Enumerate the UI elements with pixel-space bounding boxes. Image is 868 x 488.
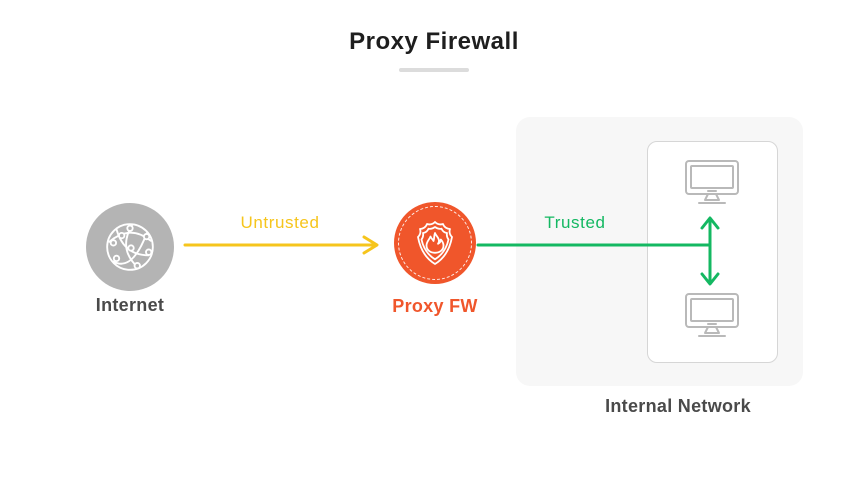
page-title: Proxy Firewall — [349, 28, 519, 55]
proxy-firewall-node — [394, 202, 476, 284]
untrusted-label: Untrusted — [240, 213, 320, 232]
internet-label: Internet — [95, 295, 165, 315]
untrusted-arrow — [183, 235, 379, 255]
title-underline — [399, 68, 469, 72]
internal-network-label: Internal Network — [605, 396, 751, 416]
proxy-fw-label: Proxy FW — [392, 296, 478, 316]
monitor-icon — [685, 293, 739, 337]
internet-node — [86, 203, 174, 291]
trusted-label: Trusted — [544, 213, 606, 232]
dashed-ring — [398, 206, 472, 280]
monitor-icon — [685, 160, 739, 204]
globe-network-icon — [106, 223, 154, 271]
